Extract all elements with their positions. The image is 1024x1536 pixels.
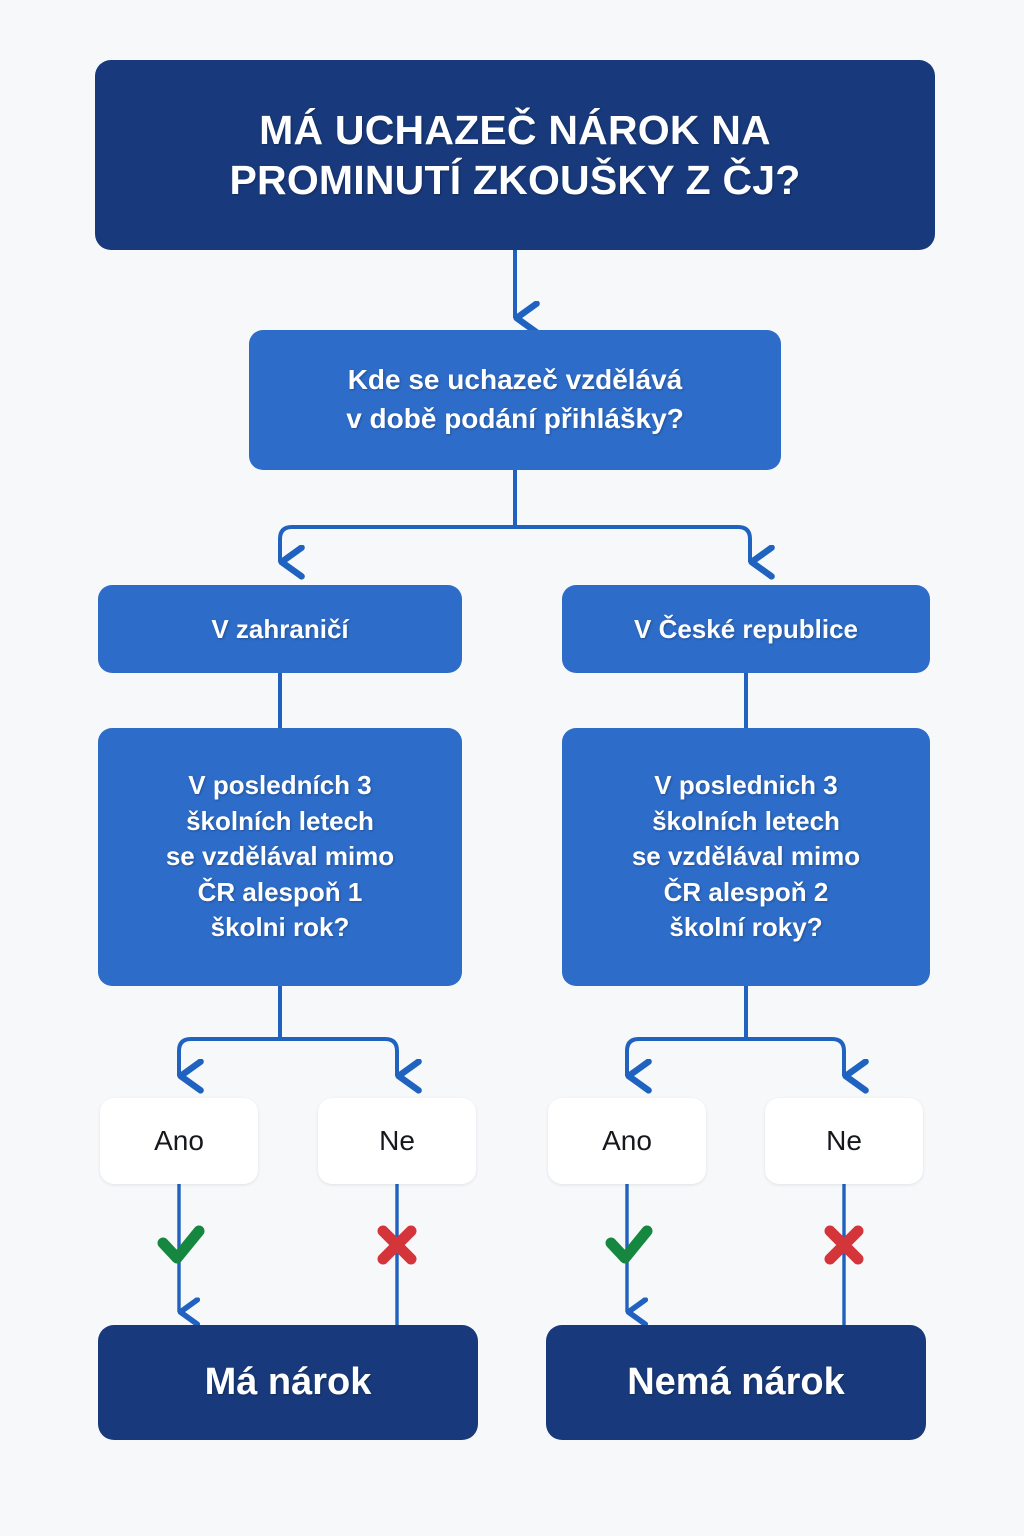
answer-node-right-no[interactable]: Ne [765,1098,923,1184]
answer-node-left-no[interactable]: Ne [318,1098,476,1184]
branch-czech-label: V České republice [634,613,858,644]
result-node-eligible: Má nárok [98,1325,478,1440]
page-title: MÁ UCHAZEČ NÁROK NA PROMINUTÍ ZKOUŠKY Z … [95,60,935,250]
edge-cleft-to-yes [177,1037,280,1076]
cross-icon-left [377,1225,417,1265]
result-left-label: Má nárok [204,1361,372,1403]
answer-node-left-yes[interactable]: Ano [100,1098,258,1184]
edge-cright-to-yes [625,1037,746,1076]
edge-question-split-left [278,525,515,562]
result-right-label: Nemá nárok [627,1361,845,1403]
answer-node-right-yes[interactable]: Ano [548,1098,706,1184]
condition-right-text: V poslednich 3 školních letech se vzdělá… [631,769,861,943]
branch-abroad-label: V zahraničí [211,613,349,644]
result-node-not-eligible: Nemá nárok [546,1325,926,1440]
edge-cright-to-no [746,1037,844,1076]
edge-question-split-right [515,525,750,562]
check-icon-right [605,1225,653,1264]
answer-right-no-label: Ne [826,1125,862,1156]
answer-right-yes-label: Ano [602,1125,652,1156]
cross-icon-right [824,1225,864,1265]
check-icon-left [157,1225,205,1264]
condition-node-right[interactable]: V poslednich 3 školních letech se vzdělá… [562,728,930,986]
question-node-where-studying[interactable]: Kde se uchazeč vzdělává v době podání př… [249,330,781,470]
branch-node-czech-republic[interactable]: V České republice [562,585,930,673]
answer-left-yes-label: Ano [154,1125,204,1156]
branch-node-abroad[interactable]: V zahraničí [98,585,462,673]
condition-node-left[interactable]: V posledních 3 školních letech se vzdělá… [98,728,462,986]
condition-left-text: V posledních 3 školních letech se vzdělá… [165,769,395,943]
edge-cleft-to-no [280,1037,397,1076]
question-text: Kde se uchazeč vzdělává v době podání př… [346,364,684,434]
title-text: MÁ UCHAZEČ NÁROK NA PROMINUTÍ ZKOUŠKY Z … [229,106,801,203]
answer-left-no-label: Ne [379,1125,415,1156]
